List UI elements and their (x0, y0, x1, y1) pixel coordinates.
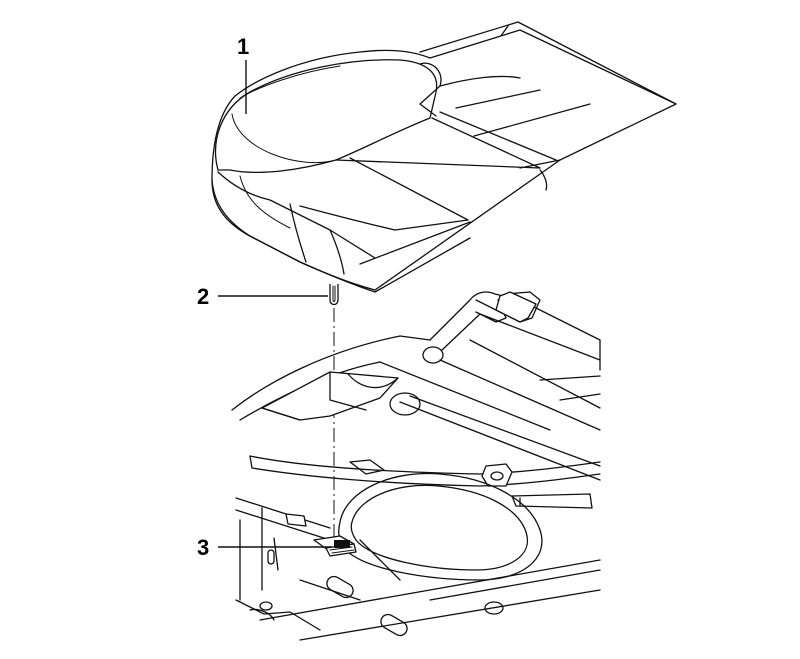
seat-frame (231, 291, 601, 641)
callout-label-1: 1 (237, 34, 249, 59)
callout-label-3: 3 (197, 535, 209, 560)
seat-cushion (211, 21, 677, 293)
frame-oval-opening (338, 472, 543, 581)
seat-latch (313, 535, 357, 557)
callout-2: 2 (197, 284, 328, 309)
retaining-hook (329, 284, 339, 306)
callout-1: 1 (237, 34, 249, 114)
callout-3: 3 (197, 535, 332, 560)
callout-label-2: 2 (197, 284, 209, 309)
